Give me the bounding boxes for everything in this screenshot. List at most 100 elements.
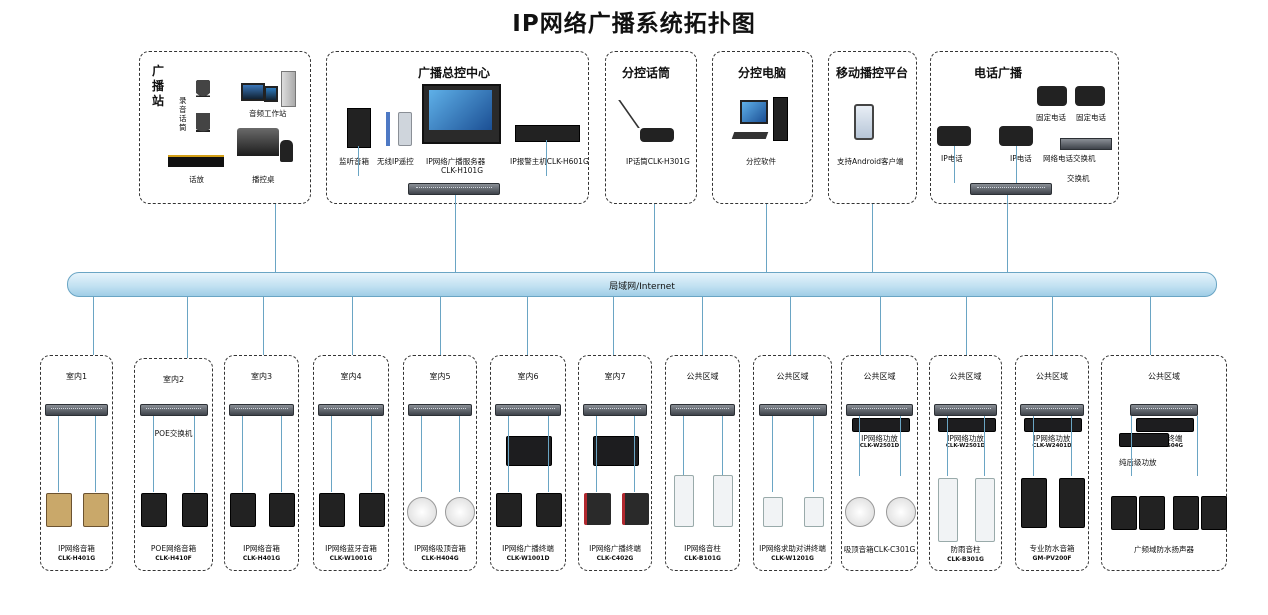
link-line <box>634 416 636 492</box>
wireless-remote-label: 无线IP遥控 <box>377 157 414 166</box>
monitor-speaker-icon <box>347 108 371 148</box>
mic-stand-icon <box>196 80 210 108</box>
device-model-label: CLK-H410F <box>155 555 192 562</box>
zone-header: 室内2 <box>162 375 185 384</box>
link-line <box>1071 416 1073 476</box>
link-line <box>187 297 188 358</box>
link-line <box>1032 416 1034 476</box>
diagram-title: IP网络广播系统拓扑图 <box>512 11 756 37</box>
amp-icon <box>1136 418 1194 432</box>
amp-label: IP网络功放 <box>1033 434 1071 443</box>
device-label: 广频域防水扬声器 <box>1134 545 1194 554</box>
link-line <box>613 297 614 355</box>
ceiling-speaker-icon <box>885 497 916 527</box>
link-line <box>358 146 359 176</box>
pc-monitor-icon <box>740 100 768 124</box>
link-line <box>455 195 456 272</box>
fixed-phone-label: 固定电话 <box>1036 113 1066 122</box>
device-model-label: CLK-W1001D <box>506 555 550 562</box>
link-line <box>352 297 353 355</box>
server-label: IP网络广播服务器 <box>426 157 486 166</box>
link-line <box>242 416 243 492</box>
device-label: 专业防水音箱 <box>1029 544 1075 553</box>
amp-icon <box>1119 433 1169 447</box>
sub-mic-box <box>605 51 697 204</box>
link-line <box>702 297 703 355</box>
fixed-phone-label: 固定电话 <box>1076 113 1106 122</box>
zone-header: 室内1 <box>65 372 88 381</box>
smartphone-icon <box>854 104 874 140</box>
mic-label: 录音话筒 <box>179 96 187 132</box>
link-line <box>1131 416 1133 476</box>
link-line <box>1150 297 1151 355</box>
link-line <box>771 416 773 492</box>
mic-stand-icon <box>196 113 210 147</box>
device-label: IP网络音箱 <box>58 544 95 553</box>
zone-switch-icon <box>758 404 827 416</box>
device-label: 吸顶音箱CLK-C301G <box>843 545 916 554</box>
waterproof-speaker-icon <box>1020 478 1047 528</box>
amp-label: IP网络功放 <box>861 434 898 443</box>
amp-label: IP网络功放 <box>947 434 984 443</box>
link-line <box>1007 195 1008 272</box>
link-line <box>93 297 94 355</box>
device-label: IP网络音箱 <box>243 544 280 553</box>
device-label: POE网络音箱 <box>150 544 197 553</box>
link-line <box>1052 297 1053 355</box>
zone-switch-icon <box>934 404 997 416</box>
pbx-label: 网络电话交换机 <box>1043 154 1096 163</box>
device-model-label: CLK-H401G <box>242 555 281 562</box>
preamp-icon <box>168 155 224 167</box>
horn-speaker-icon <box>1139 496 1165 530</box>
device-label: IP网络蓝牙音箱 <box>325 544 377 553</box>
device-model-label: CLK-H401G <box>57 555 96 562</box>
link-line <box>595 416 597 492</box>
column-speaker-icon <box>713 475 733 527</box>
link-line <box>331 416 333 492</box>
device-label: IP网络音柱 <box>684 544 721 553</box>
horn-speaker-icon <box>1201 496 1227 530</box>
link-line <box>547 416 549 492</box>
speaker-icon <box>269 493 295 527</box>
zone-header: 公共区域 <box>1148 372 1180 381</box>
network-label: 局域网/Internet <box>609 282 675 292</box>
zone-switch-icon <box>45 404 108 416</box>
link-line <box>880 297 881 355</box>
waterproof-speaker-icon <box>1059 478 1086 528</box>
ceiling-speaker-icon <box>845 497 876 527</box>
speaker-icon <box>358 493 385 527</box>
chair-icon <box>280 140 293 162</box>
zone-box <box>841 355 918 571</box>
link-line <box>946 416 948 476</box>
control-center-header: 广播总控中心 <box>418 66 491 80</box>
ip-phone-label: IP电话 <box>1010 154 1032 163</box>
zone-header: 室内7 <box>604 372 626 381</box>
column-speaker-icon <box>937 478 958 542</box>
zone-switch-icon <box>229 404 294 416</box>
pbx-icon <box>1060 138 1112 150</box>
amp-icon <box>851 418 910 432</box>
device-model-label: CLK-B301G <box>947 556 984 563</box>
ip-phone-icon <box>937 126 971 146</box>
speaker-icon <box>45 493 72 527</box>
amp-model-label: CLK-W2501D <box>859 443 900 449</box>
sub-pc-label: 分控软件 <box>746 157 776 166</box>
amp2-label: 纯后级功放 <box>1119 458 1157 467</box>
zone-box <box>1101 355 1227 571</box>
zone-header: 公共区域 <box>949 372 982 381</box>
device-model-label: CLK-W1201G <box>771 555 814 562</box>
link-line <box>459 416 461 492</box>
amp-icon <box>1024 418 1082 432</box>
zone-switch-icon <box>1020 404 1084 416</box>
desk-phone-icon <box>1037 86 1067 106</box>
zone-switch-icon <box>139 404 208 416</box>
horn-speaker-icon <box>1173 496 1199 530</box>
link-line <box>1016 146 1017 183</box>
speaker-icon <box>583 493 611 525</box>
link-line <box>95 416 97 492</box>
column-speaker-icon <box>975 478 996 542</box>
link-line <box>275 204 276 272</box>
zone-header: 室内4 <box>340 372 362 381</box>
link-line <box>872 204 873 272</box>
alarm-host-icon <box>515 125 580 142</box>
